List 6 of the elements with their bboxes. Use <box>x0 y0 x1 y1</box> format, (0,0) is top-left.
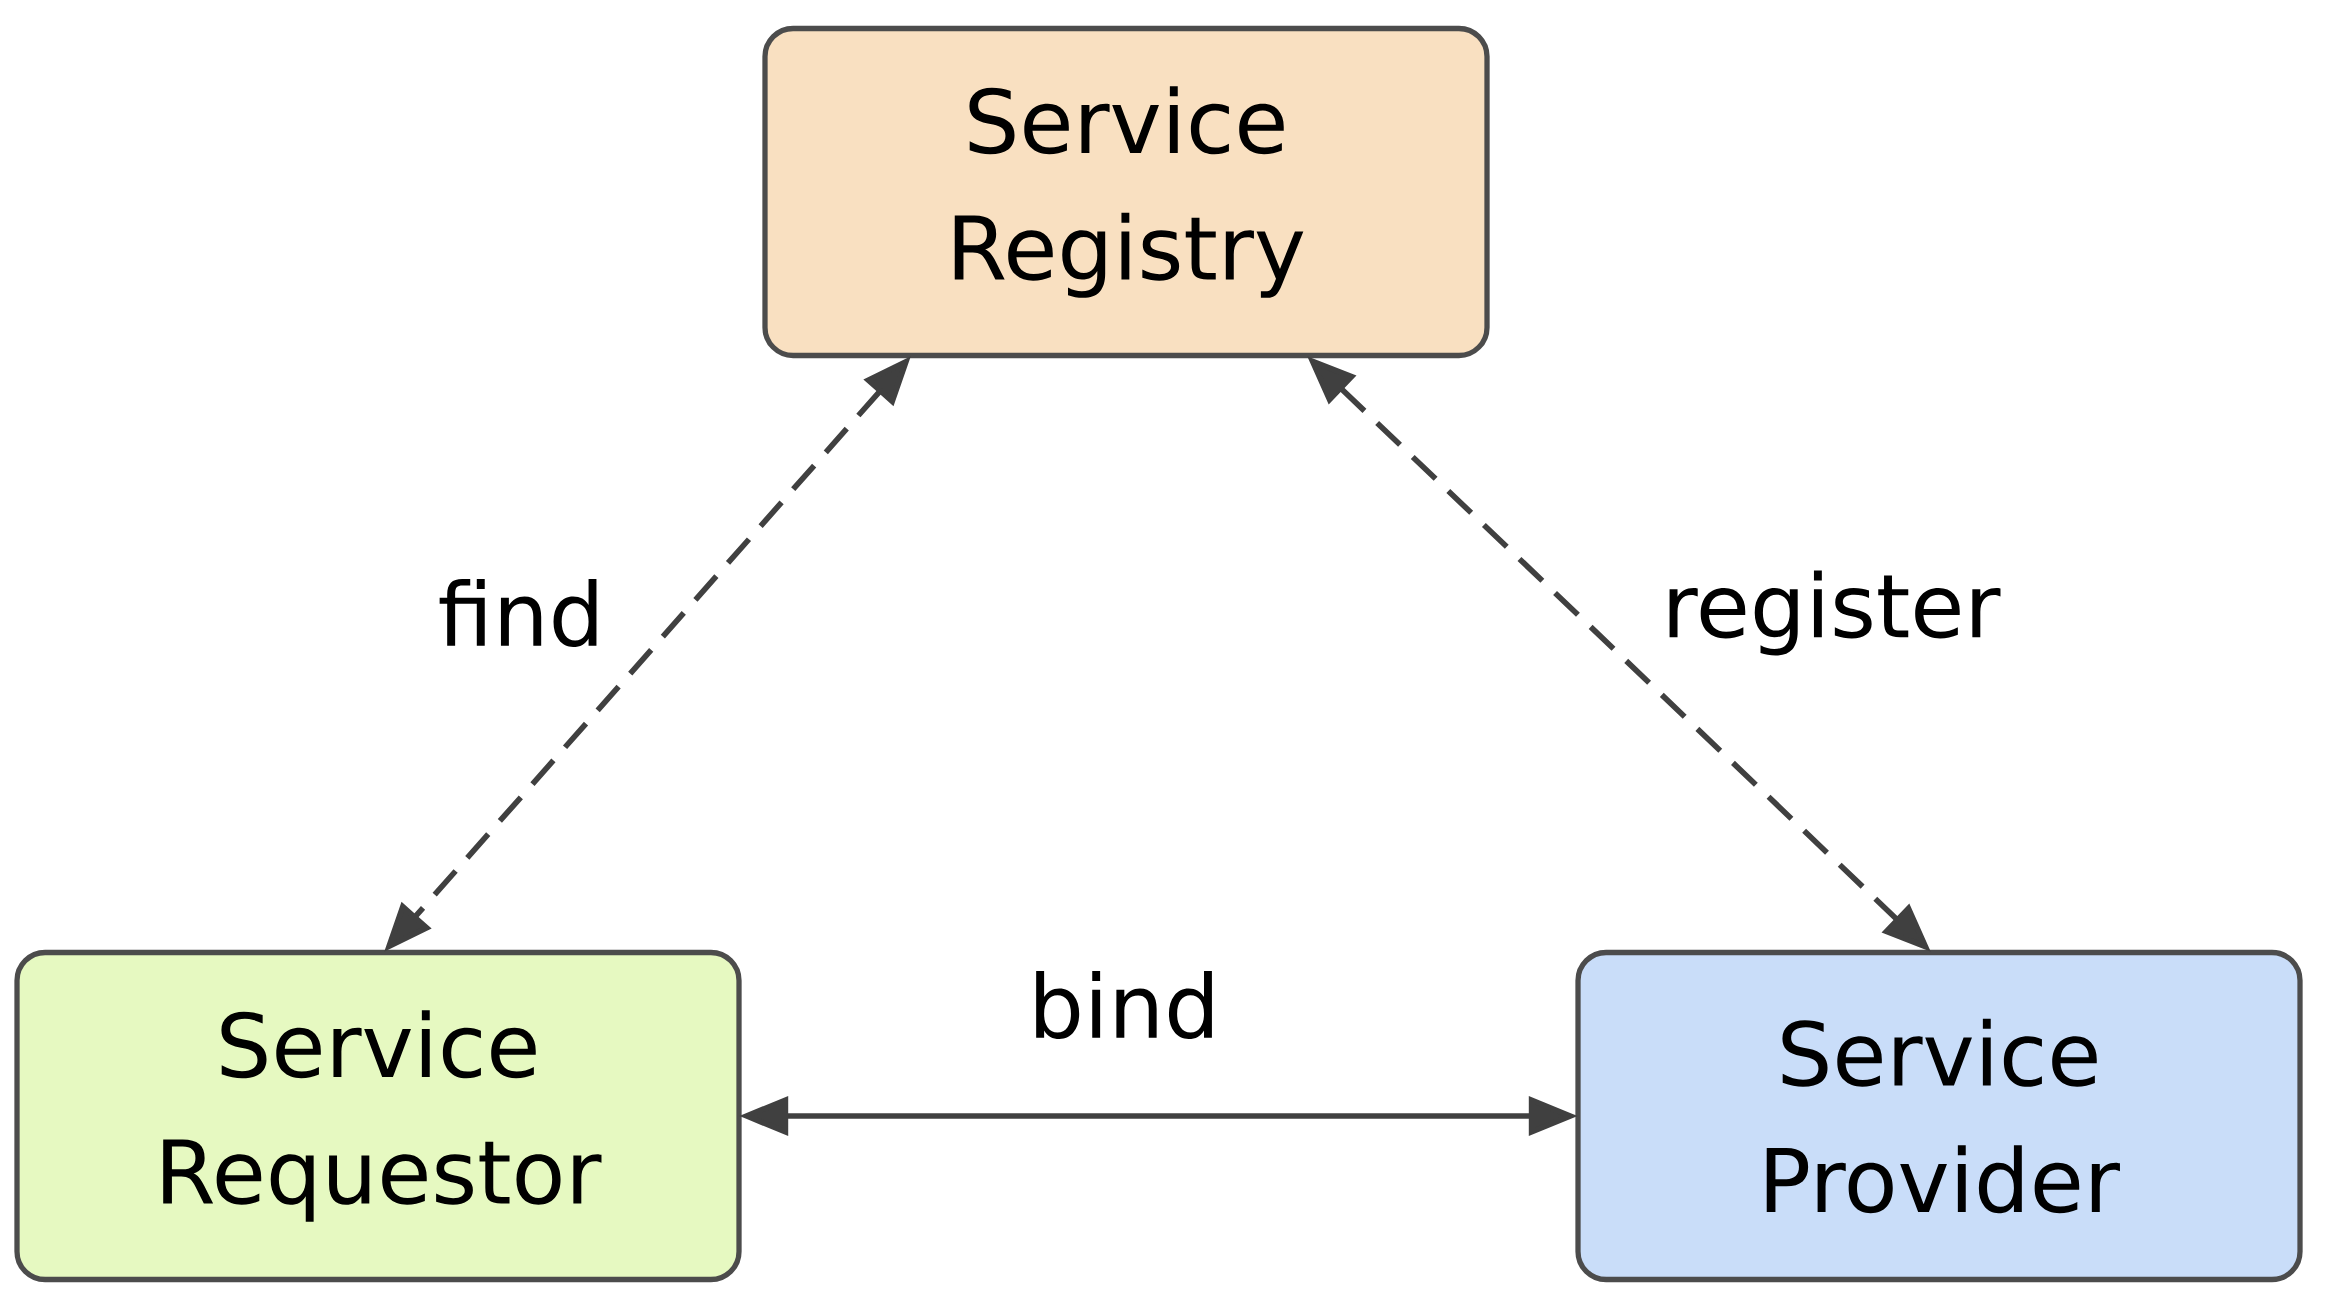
edge-label: find <box>427 568 615 658</box>
process-box: Service Requestor <box>14 949 742 1283</box>
edge-label: register <box>1651 559 2011 667</box>
process-box: Service Registry <box>762 25 1490 359</box>
process-box: Service Provider <box>1575 949 2303 1283</box>
edge-label: bind <box>1017 960 1231 1050</box>
